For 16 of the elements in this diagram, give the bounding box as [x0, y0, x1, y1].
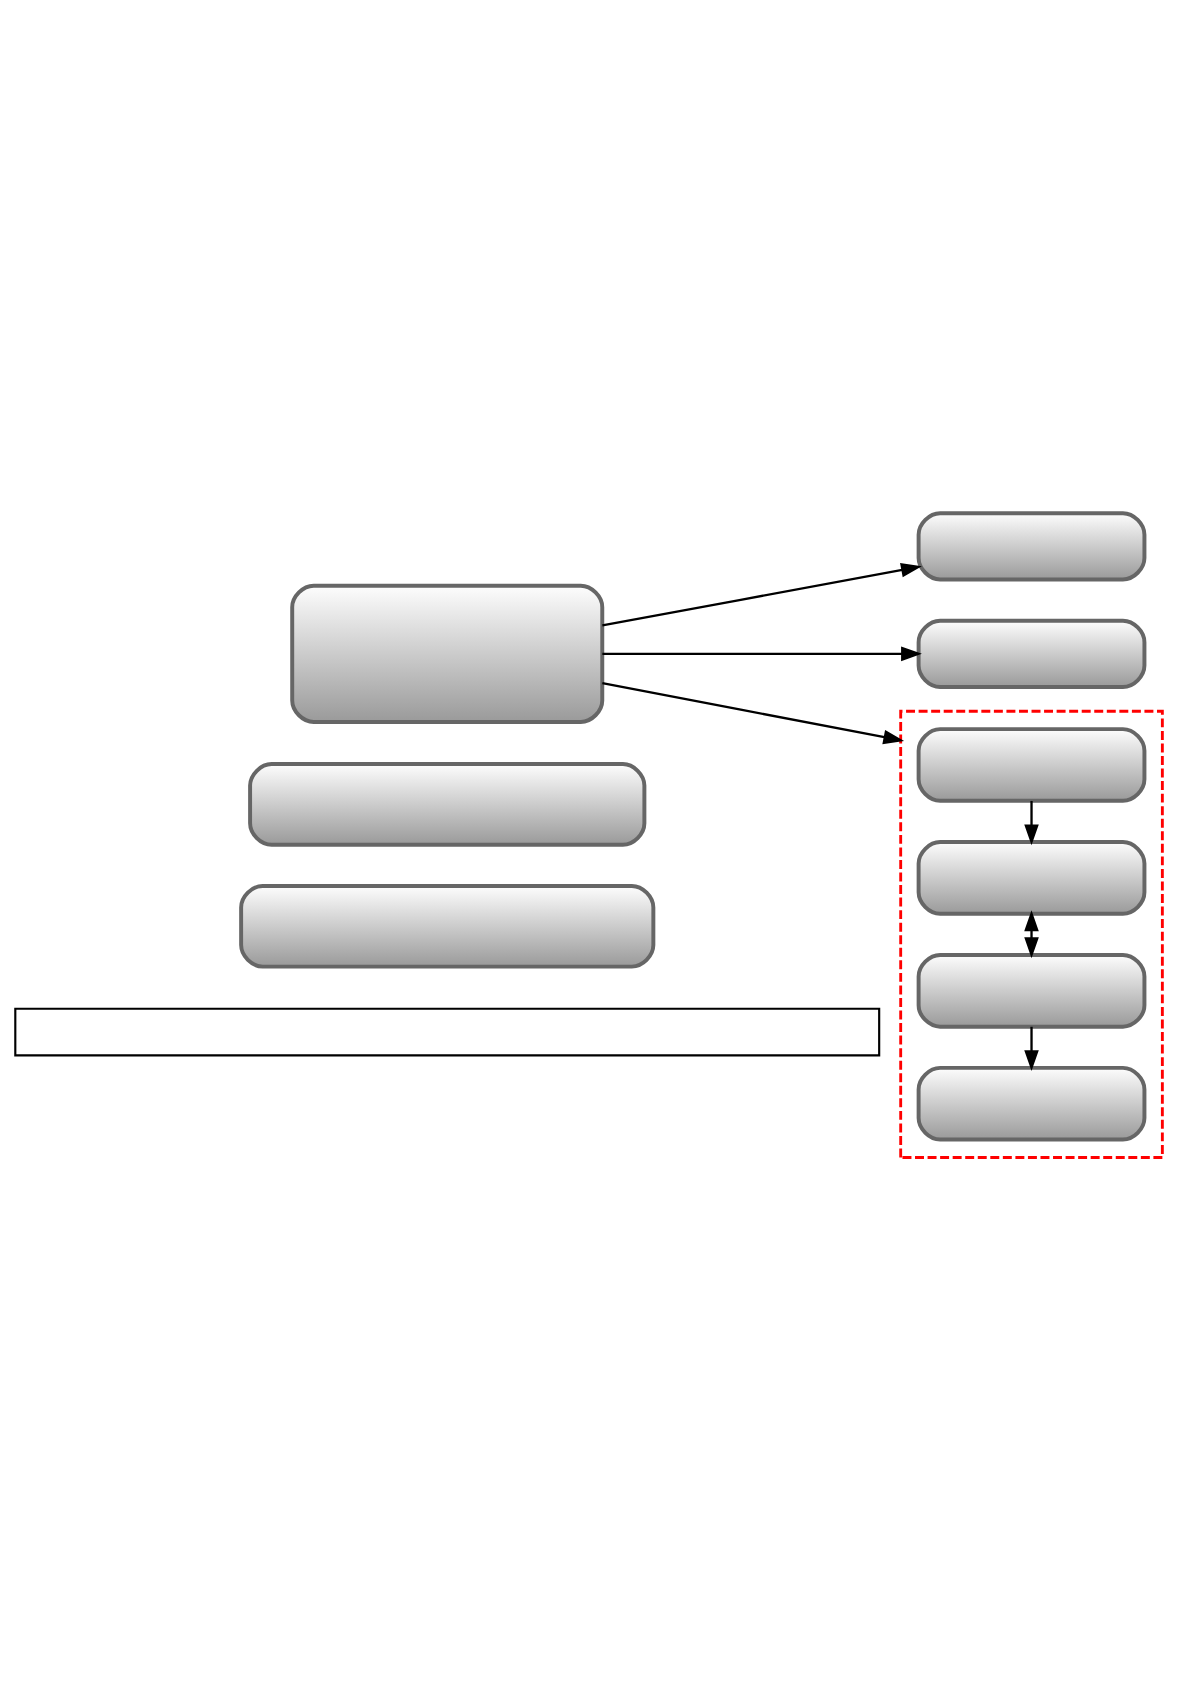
node-box: [916, 1065, 1147, 1142]
node-box: [916, 727, 1147, 803]
node-box: [916, 511, 1147, 582]
node-box: [290, 583, 605, 724]
node-box: [916, 618, 1147, 689]
node-box: [916, 953, 1147, 1029]
arrow: [1024, 800, 1039, 846]
node-box: [916, 840, 1147, 916]
node-box: [248, 762, 647, 847]
node-box: [14, 1007, 881, 1057]
arrow: [602, 682, 905, 745]
arrow: [602, 646, 922, 662]
arrow: [602, 562, 922, 627]
node-box: [239, 884, 656, 969]
arrow: [1024, 910, 1039, 959]
arrow: [1024, 1026, 1039, 1072]
